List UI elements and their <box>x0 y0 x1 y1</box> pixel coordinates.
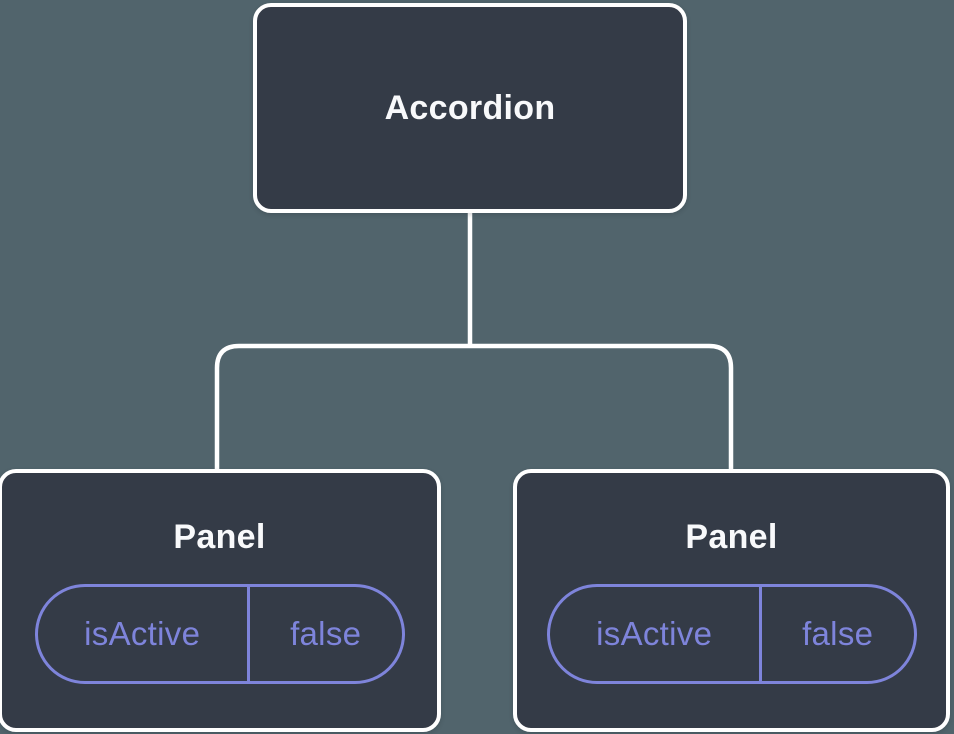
state-key: isActive <box>596 614 713 652</box>
state-value: false <box>802 614 874 652</box>
state-pill-divider <box>246 586 250 681</box>
state-pill-divider <box>758 586 762 681</box>
connector-branch <box>214 343 734 471</box>
state-key: isActive <box>84 614 201 652</box>
node-label: Panel <box>173 517 266 556</box>
node-panel-1: Panel isActive false <box>0 469 441 732</box>
state-pill: isActive false <box>34 583 405 684</box>
state-value: false <box>290 614 362 652</box>
node-label: Accordion <box>384 89 556 127</box>
node-panel-2: Panel isActive false <box>513 469 950 732</box>
state-pill: isActive false <box>546 583 917 684</box>
node-accordion: Accordion <box>253 3 687 213</box>
node-label: Panel <box>685 517 778 556</box>
